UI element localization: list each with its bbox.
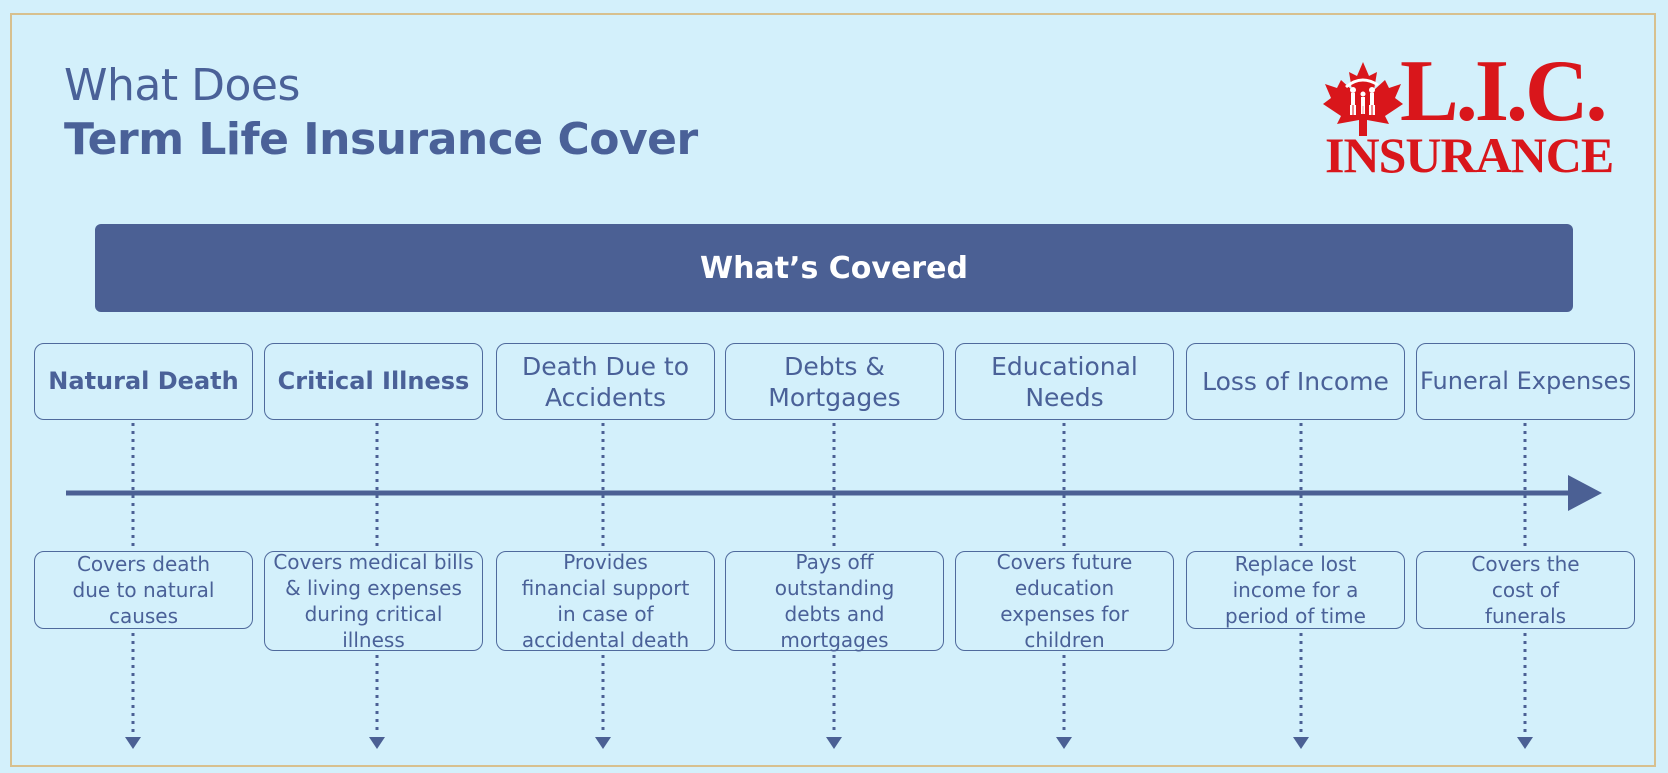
arrow-down-icon <box>369 737 385 749</box>
description-box-death-due-to-accidents: Provides financial support in case of ac… <box>496 550 715 652</box>
logo-sub-text: INSURANCE <box>1325 127 1614 183</box>
arrow-down-icon <box>826 737 842 749</box>
arrow-down-icon <box>1056 737 1072 749</box>
description-text: Covers death due to natural causes <box>72 552 215 628</box>
heading-box-loss-of-income: Loss of Income <box>1186 343 1405 420</box>
heading-label: Educational Needs <box>991 351 1138 412</box>
arrow-down-icon <box>595 737 611 749</box>
description-box-natural-death: Covers death due to natural causes <box>34 551 253 629</box>
logo-brand-text: L.I.C. <box>1400 43 1607 140</box>
heading-label: Loss of Income <box>1202 367 1389 396</box>
maple-leaf-icon <box>1323 62 1403 136</box>
timeline-arrowhead <box>1568 475 1602 511</box>
description-box-funeral-expenses: Covers the cost of funerals <box>1416 551 1635 629</box>
heading-box-natural-death: Natural Death <box>34 343 253 420</box>
banner-label: What’s Covered <box>700 250 968 286</box>
heading-box-critical-illness: Critical Illness <box>264 343 483 420</box>
title-line-2: Term Life Insurance Cover <box>64 114 698 165</box>
heading-label: Debts & Mortgages <box>768 351 901 412</box>
description-text: Covers future education expenses for chi… <box>996 550 1133 652</box>
description-box-loss-of-income: Replace lost income for a period of time <box>1186 551 1405 629</box>
description-text: Provides financial support in case of ac… <box>521 550 690 652</box>
heading-label: Funeral Expenses <box>1420 367 1631 395</box>
whats-covered-banner: What’s Covered <box>95 224 1573 312</box>
heading-box-educational-needs: Educational Needs <box>955 343 1174 420</box>
description-text: Replace lost income for a period of time <box>1225 552 1366 628</box>
heading-box-debts-mortgages: Debts & Mortgages <box>725 343 944 420</box>
connector-group <box>125 423 1533 749</box>
page-border <box>10 13 1656 767</box>
title-line-1: What Does <box>64 60 300 111</box>
heading-label: Death Due to Accidents <box>521 351 690 412</box>
description-text: Pays off outstanding debts and mortgages <box>774 550 895 652</box>
arrow-down-icon <box>1293 737 1309 749</box>
heading-box-funeral-expenses: Funeral Expenses <box>1416 343 1635 420</box>
heading-box-death-due-to-accidents: Death Due to Accidents <box>496 343 715 420</box>
description-box-debts-mortgages: Pays off outstanding debts and mortgages <box>725 550 944 652</box>
heading-label: Critical Illness <box>277 367 470 395</box>
description-box-critical-illness: Covers medical bills & living expenses d… <box>264 550 483 652</box>
description-text: Covers the cost of funerals <box>1471 552 1580 628</box>
heading-label: Natural Death <box>48 367 239 395</box>
description-text: Covers medical bills & living expenses d… <box>273 550 474 652</box>
description-box-educational-needs: Covers future education expenses for chi… <box>955 550 1174 652</box>
arrow-down-icon <box>1517 737 1533 749</box>
arrow-down-icon <box>125 737 141 749</box>
